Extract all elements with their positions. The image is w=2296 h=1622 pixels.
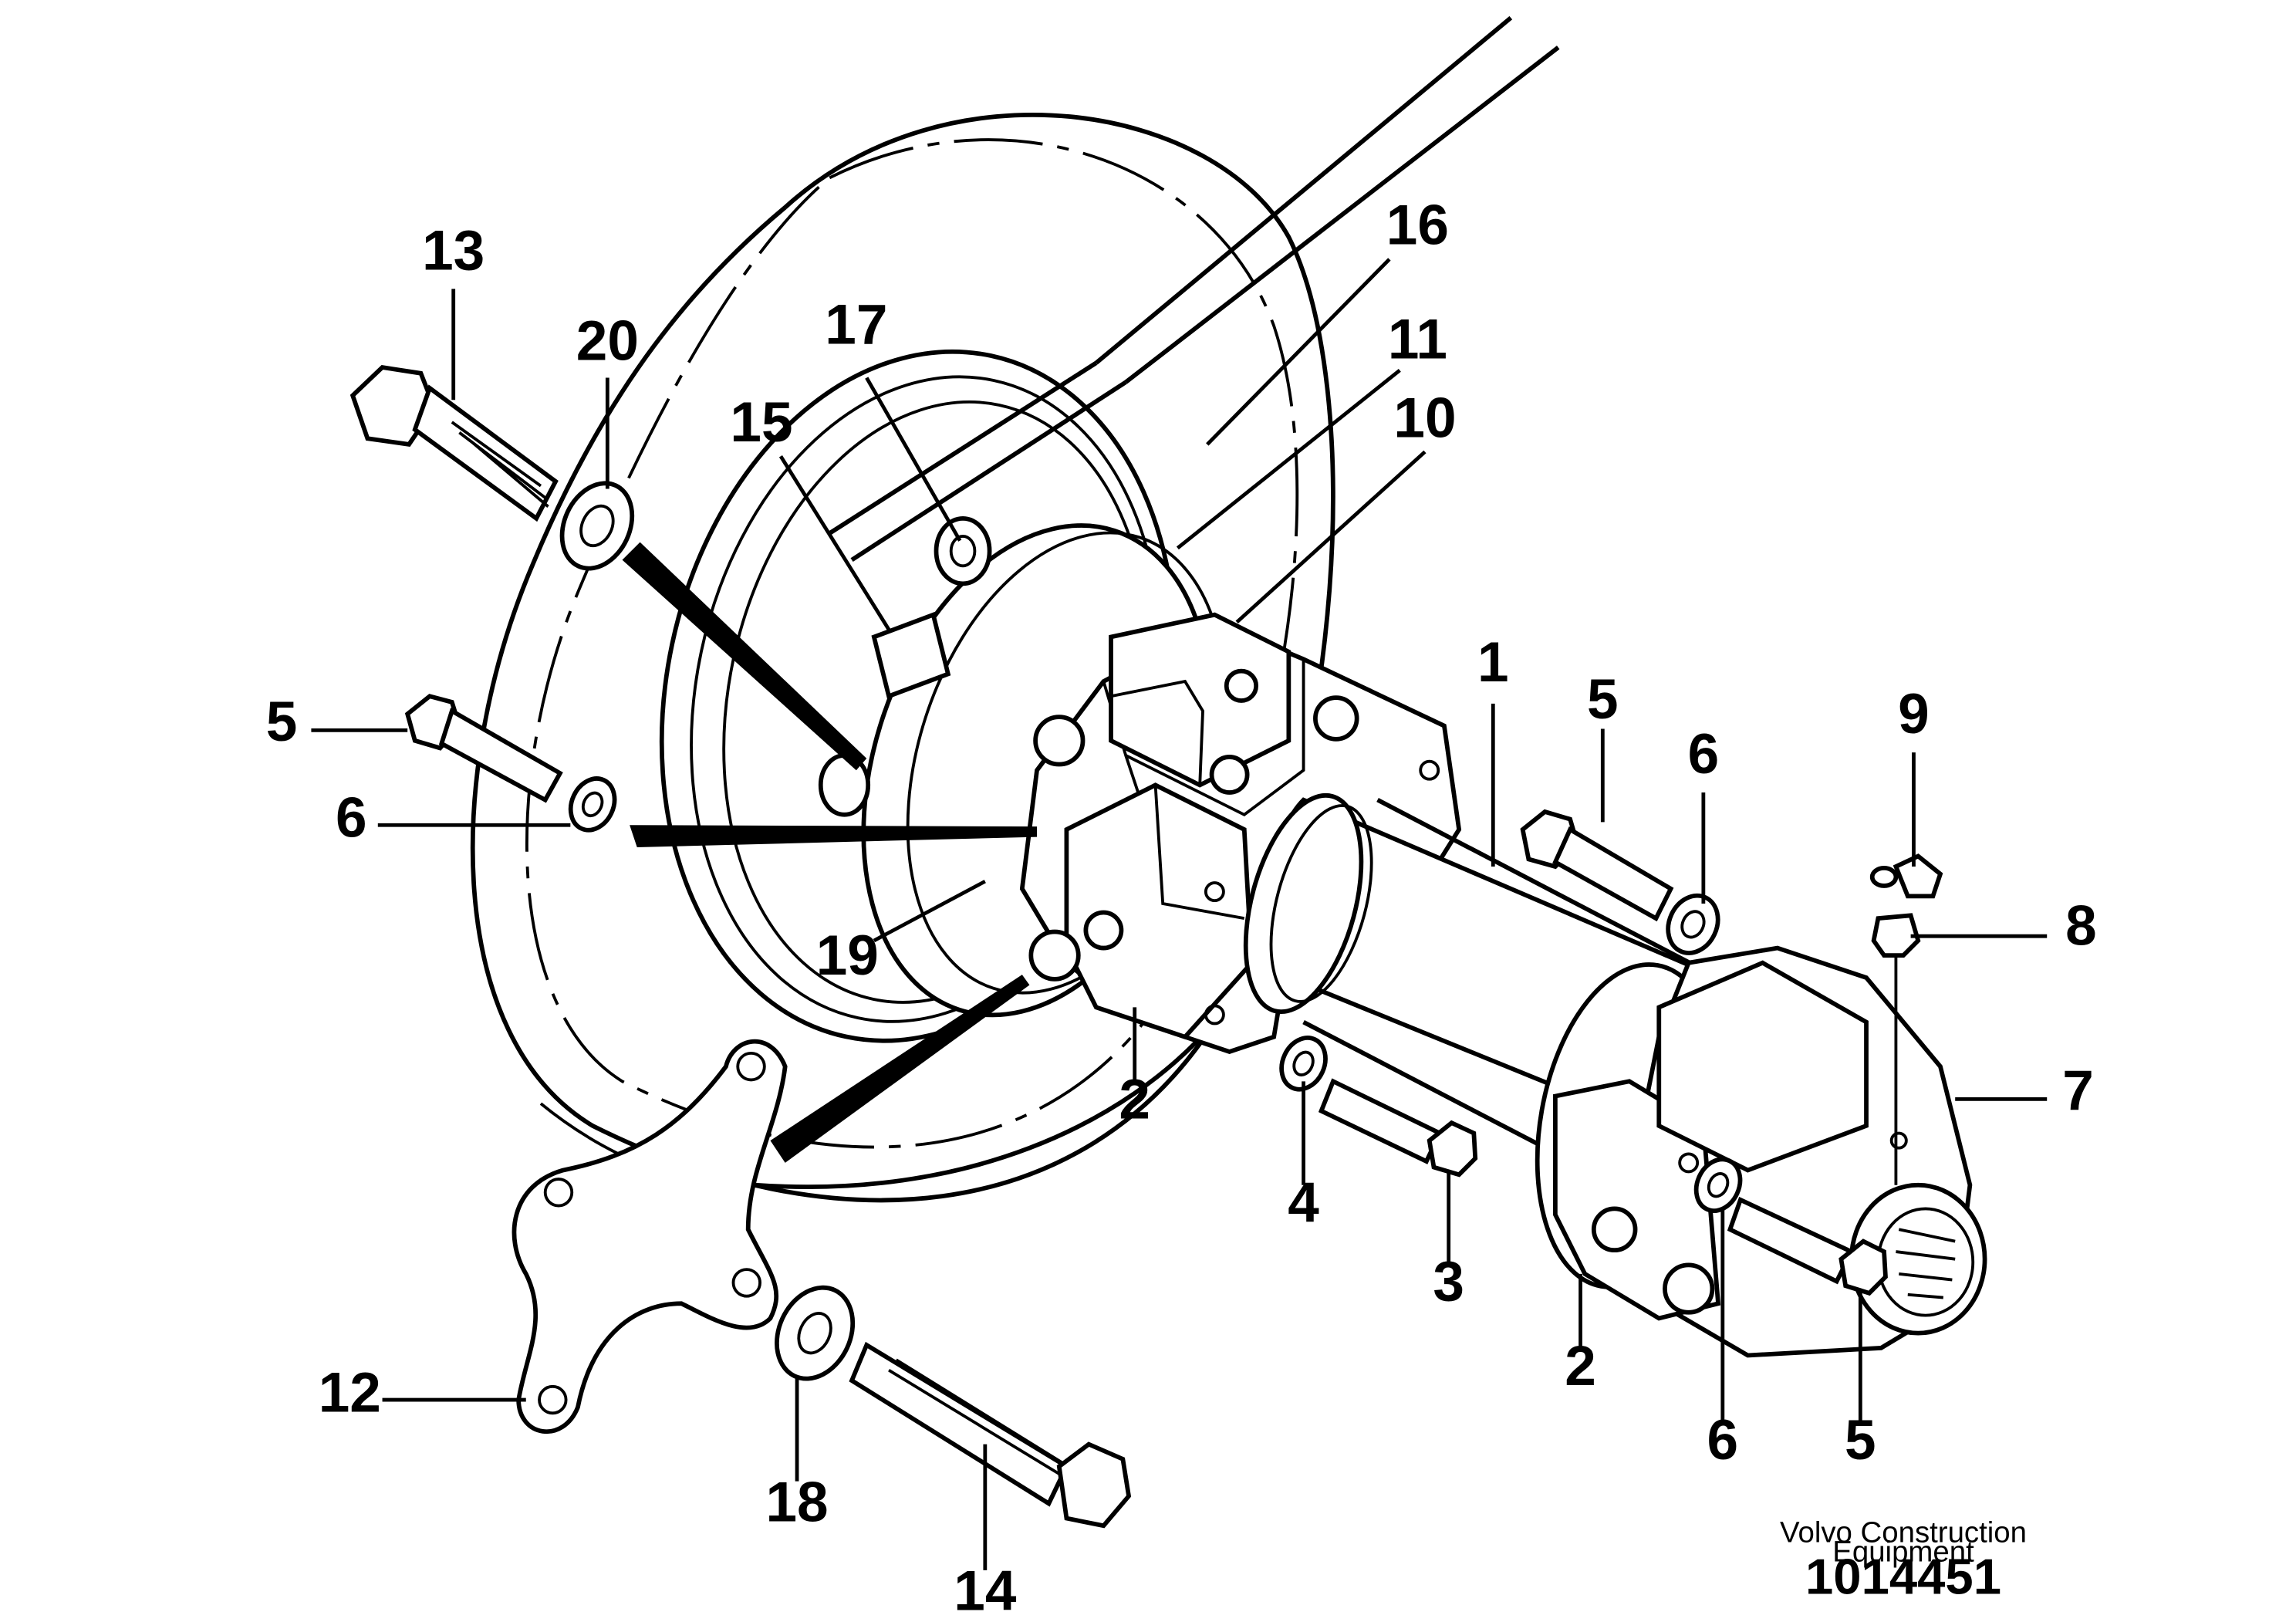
coupling-block-rear — [1535, 945, 1987, 1358]
pointer-wedge-3 — [770, 975, 1030, 1163]
callout-19: 19 — [816, 924, 879, 987]
washer-6-left — [568, 776, 617, 833]
bolt-5-bottom — [1727, 1196, 1888, 1296]
washer-18 — [775, 1285, 856, 1381]
belt — [828, 15, 1560, 563]
callout-4: 4 — [1288, 1172, 1319, 1235]
callout-17: 17 — [825, 293, 887, 356]
bolt-5-right — [1520, 809, 1674, 922]
pointer-wedge-1 — [622, 542, 867, 771]
company-name: Volvo Construction — [1780, 1516, 2027, 1549]
callout-7: 7 — [2062, 1059, 2094, 1122]
callout-12: 12 — [319, 1361, 381, 1424]
callout-18: 18 — [765, 1471, 828, 1533]
callout-6: 6 — [336, 787, 367, 850]
footer: Volvo Construction Equipment 1014451 — [1780, 1516, 2027, 1604]
spider-plate — [512, 1039, 788, 1434]
callout-1: 1 — [1477, 631, 1509, 694]
callout-10: 10 — [1393, 387, 1456, 449]
callout-3: 3 — [1433, 1250, 1464, 1313]
callout-5: 5 — [1587, 668, 1619, 731]
callout-5: 5 — [266, 691, 298, 753]
leader-lines — [311, 258, 2048, 1570]
grease-nipple-8 — [1871, 913, 1921, 1185]
pin-15 — [818, 611, 951, 817]
company-name-line2: Equipment — [1832, 1535, 1974, 1568]
bolt-5-left — [404, 694, 563, 803]
callout-16: 16 — [1386, 194, 1449, 257]
callout-11: 11 — [1388, 309, 1447, 371]
coupling-block-front — [1019, 612, 1462, 1054]
washer-20 — [559, 481, 635, 571]
callout-20: 20 — [576, 309, 639, 372]
callout-13: 13 — [422, 219, 485, 282]
grease-cap-9 — [1869, 853, 1943, 899]
bolt-3 — [1318, 1078, 1478, 1178]
callout-9: 9 — [1898, 683, 1930, 745]
hub-pin-17 — [934, 515, 992, 586]
callout-6: 6 — [1707, 1409, 1739, 1472]
pointer-wedge-2 — [630, 825, 1038, 848]
callout-5: 5 — [1845, 1409, 1876, 1472]
washer-6-bottom — [1693, 1157, 1743, 1213]
callout-2: 2 — [1119, 1068, 1150, 1130]
callout-2: 2 — [1565, 1335, 1596, 1397]
washer-6-right — [1666, 893, 1720, 955]
callout-labels: 1 2 2 3 4 5 5 5 6 6 6 7 8 9 10 11 12 13 … — [266, 194, 2097, 1622]
bolt-14 — [849, 1341, 1132, 1529]
document-number: 1014451 — [1805, 1549, 2001, 1605]
washer-4 — [1279, 1036, 1328, 1092]
callout-15: 15 — [730, 391, 792, 454]
callout-14: 14 — [954, 1560, 1017, 1622]
callout-6: 6 — [1688, 723, 1720, 786]
bolt-13 — [349, 365, 559, 522]
callout-8: 8 — [2065, 895, 2097, 958]
